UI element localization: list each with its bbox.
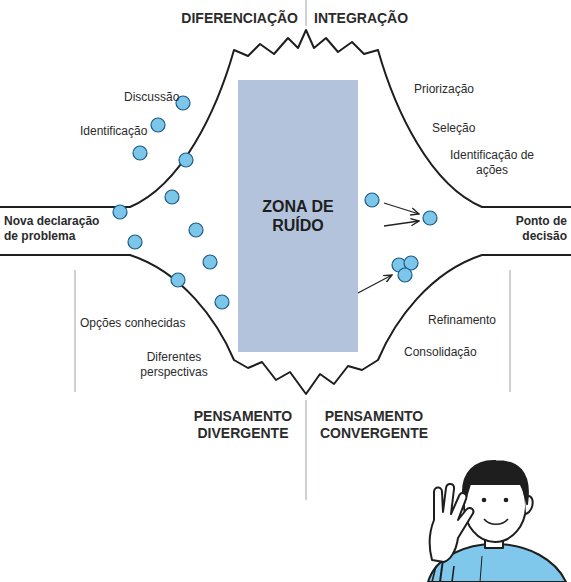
section-heading: DIFERENCIAÇÃO (166, 10, 298, 27)
section-heading: Nova declaração de problema (4, 214, 114, 244)
noise-zone: ZONA DE RUÍDO (238, 80, 358, 352)
phase-label: Consolidação (404, 345, 494, 360)
phase-label: Discussão (124, 90, 204, 105)
phase-label: Refinamento (428, 313, 518, 328)
zone-title: ZONA DE RUÍDO (246, 197, 350, 235)
phase-label: Identificação (80, 124, 170, 139)
section-heading: Ponto de decisão (484, 214, 567, 244)
section-heading: PENSAMENTO CONVERGENTE (312, 408, 436, 442)
flow-arrows (356, 203, 419, 294)
funnel-outline (0, 30, 571, 394)
phase-label: Priorização (414, 82, 504, 97)
guide-lines (75, 0, 510, 500)
phase-label: Diferentes perspectivas (128, 350, 220, 380)
character-figure (428, 461, 566, 582)
phase-label: Seleção (432, 121, 512, 136)
phase-label: Opções conhecidas (80, 316, 200, 331)
section-heading: PENSAMENTO DIVERGENTE (186, 408, 300, 442)
section-heading: INTEGRAÇÃO (314, 10, 446, 27)
phase-label: Identificação de ações (442, 148, 542, 178)
